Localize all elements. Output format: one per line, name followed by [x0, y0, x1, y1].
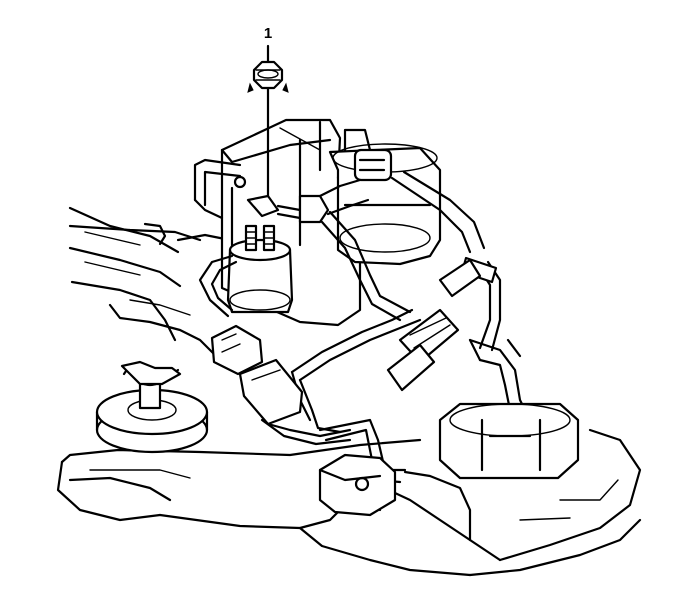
compressor-cylinder	[328, 128, 442, 266]
filler-knob	[95, 360, 209, 454]
fastener-callout	[247, 44, 289, 198]
hose-fittings	[386, 256, 498, 392]
ground-wire	[246, 178, 370, 224]
valve-block	[318, 453, 397, 517]
wiring-harness	[198, 254, 352, 446]
pressure-switch	[226, 224, 294, 314]
callout-1-label: 1	[263, 25, 273, 42]
right-housing	[438, 402, 580, 480]
